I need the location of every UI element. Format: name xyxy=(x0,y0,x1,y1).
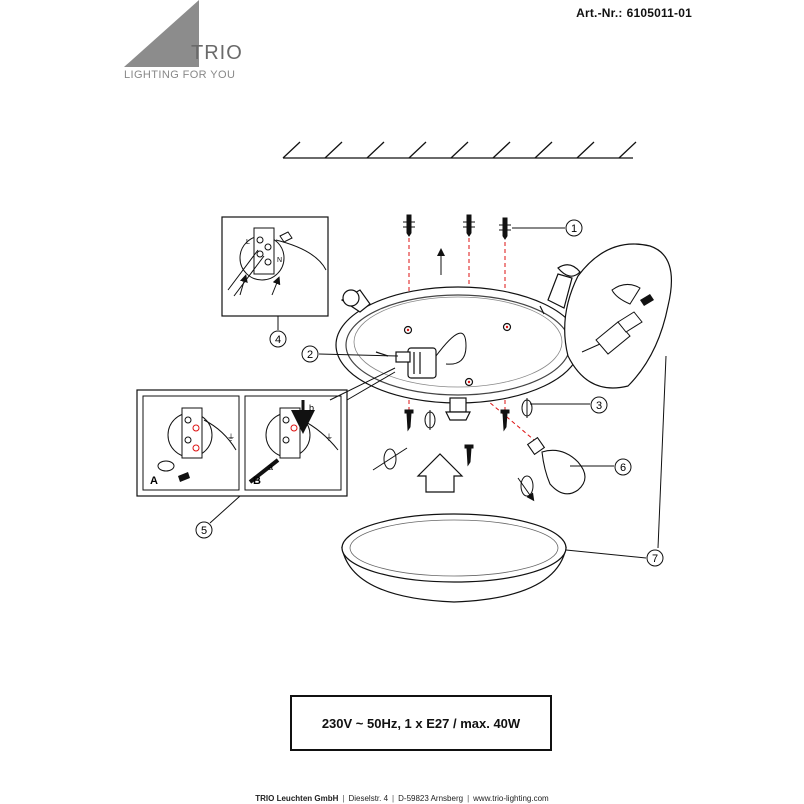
callout-number: 4 xyxy=(275,334,281,346)
callout-3: 3 xyxy=(530,396,608,414)
inset-wiring-options: A b a B ⏚ ⏚ xyxy=(136,389,348,497)
footer-website: www.trio-lighting.com xyxy=(473,794,549,803)
dowel-icon xyxy=(499,217,511,240)
callout-5: 5 xyxy=(195,495,241,539)
wire-label-b: b xyxy=(309,403,314,413)
glass-shade xyxy=(341,513,567,603)
screw-icon xyxy=(404,409,414,432)
footer-company: TRIO Leuchten GmbH xyxy=(255,794,339,803)
ceiling-hatch xyxy=(282,141,637,159)
dowel-set-top xyxy=(403,214,511,240)
article-number-value: 6105011-01 xyxy=(626,6,692,20)
base-plate xyxy=(335,264,581,421)
callout-number: 2 xyxy=(307,349,313,361)
footer-separator: | xyxy=(467,794,470,803)
leader-line xyxy=(346,371,396,401)
callout-number: 1 xyxy=(571,223,577,235)
brand-name: TRIO xyxy=(191,42,243,64)
inset-label-a: A xyxy=(150,475,158,487)
bulb-icon xyxy=(526,436,586,495)
terminal-label-l: L xyxy=(246,239,250,246)
callout-number: 3 xyxy=(596,400,602,412)
screw-icon xyxy=(464,444,474,467)
screw-set-bottom xyxy=(404,409,510,467)
brand-tagline: LIGHTING FOR YOU xyxy=(124,69,236,81)
footer: TRIO Leuchten GmbH|Dieselstr. 4|D-59823 … xyxy=(0,794,804,803)
logo-triangle-icon xyxy=(124,0,199,67)
leader-line xyxy=(329,367,396,401)
earth-icon: ⏚ xyxy=(227,433,235,442)
footer-separator: | xyxy=(342,794,345,803)
rotate-icon xyxy=(372,447,408,471)
footer-city: D-59823 Arnsberg xyxy=(398,794,464,803)
dowel-icon xyxy=(403,214,415,237)
electrical-spec: 230V ~ 50Hz, 1 x E27 / max. 40W xyxy=(321,715,521,731)
rotate-icon xyxy=(521,398,533,418)
callout-number: 7 xyxy=(652,553,658,565)
callout-1: 1 xyxy=(512,219,583,237)
spot-detail-bubble xyxy=(564,243,672,389)
callout-4: 4 xyxy=(269,316,287,348)
dowel-icon xyxy=(463,214,475,237)
terminal-label-n: N xyxy=(277,257,282,264)
rotate-icon xyxy=(424,410,436,430)
spec-box: 230V ~ 50Hz, 1 x E27 / max. 40W xyxy=(290,695,552,751)
article-number: Art.-Nr.:6105011-01 xyxy=(576,6,692,20)
assembly-diagram: 1 xyxy=(136,141,672,603)
brand-logo: TRIO LIGHTING FOR YOU xyxy=(120,0,280,90)
earth-icon: ⏚ xyxy=(325,433,333,442)
inset-label-b: B xyxy=(253,475,261,487)
callout-number: 5 xyxy=(201,525,207,537)
screw-icon xyxy=(500,409,510,432)
callout-2: 2 xyxy=(301,345,399,363)
wire-label-a: a xyxy=(268,462,273,472)
rotate-icon xyxy=(517,475,535,502)
article-number-label: Art.-Nr.: xyxy=(576,6,623,20)
arrow-up-icon xyxy=(416,453,464,493)
footer-street: Dieselstr. 4 xyxy=(348,794,389,803)
callout-6: 6 xyxy=(570,458,632,476)
footer-separator: | xyxy=(392,794,395,803)
inset-wiring-detail: L N xyxy=(221,216,329,317)
callout-number: 6 xyxy=(620,462,626,474)
callout-7: 7 xyxy=(565,355,667,567)
